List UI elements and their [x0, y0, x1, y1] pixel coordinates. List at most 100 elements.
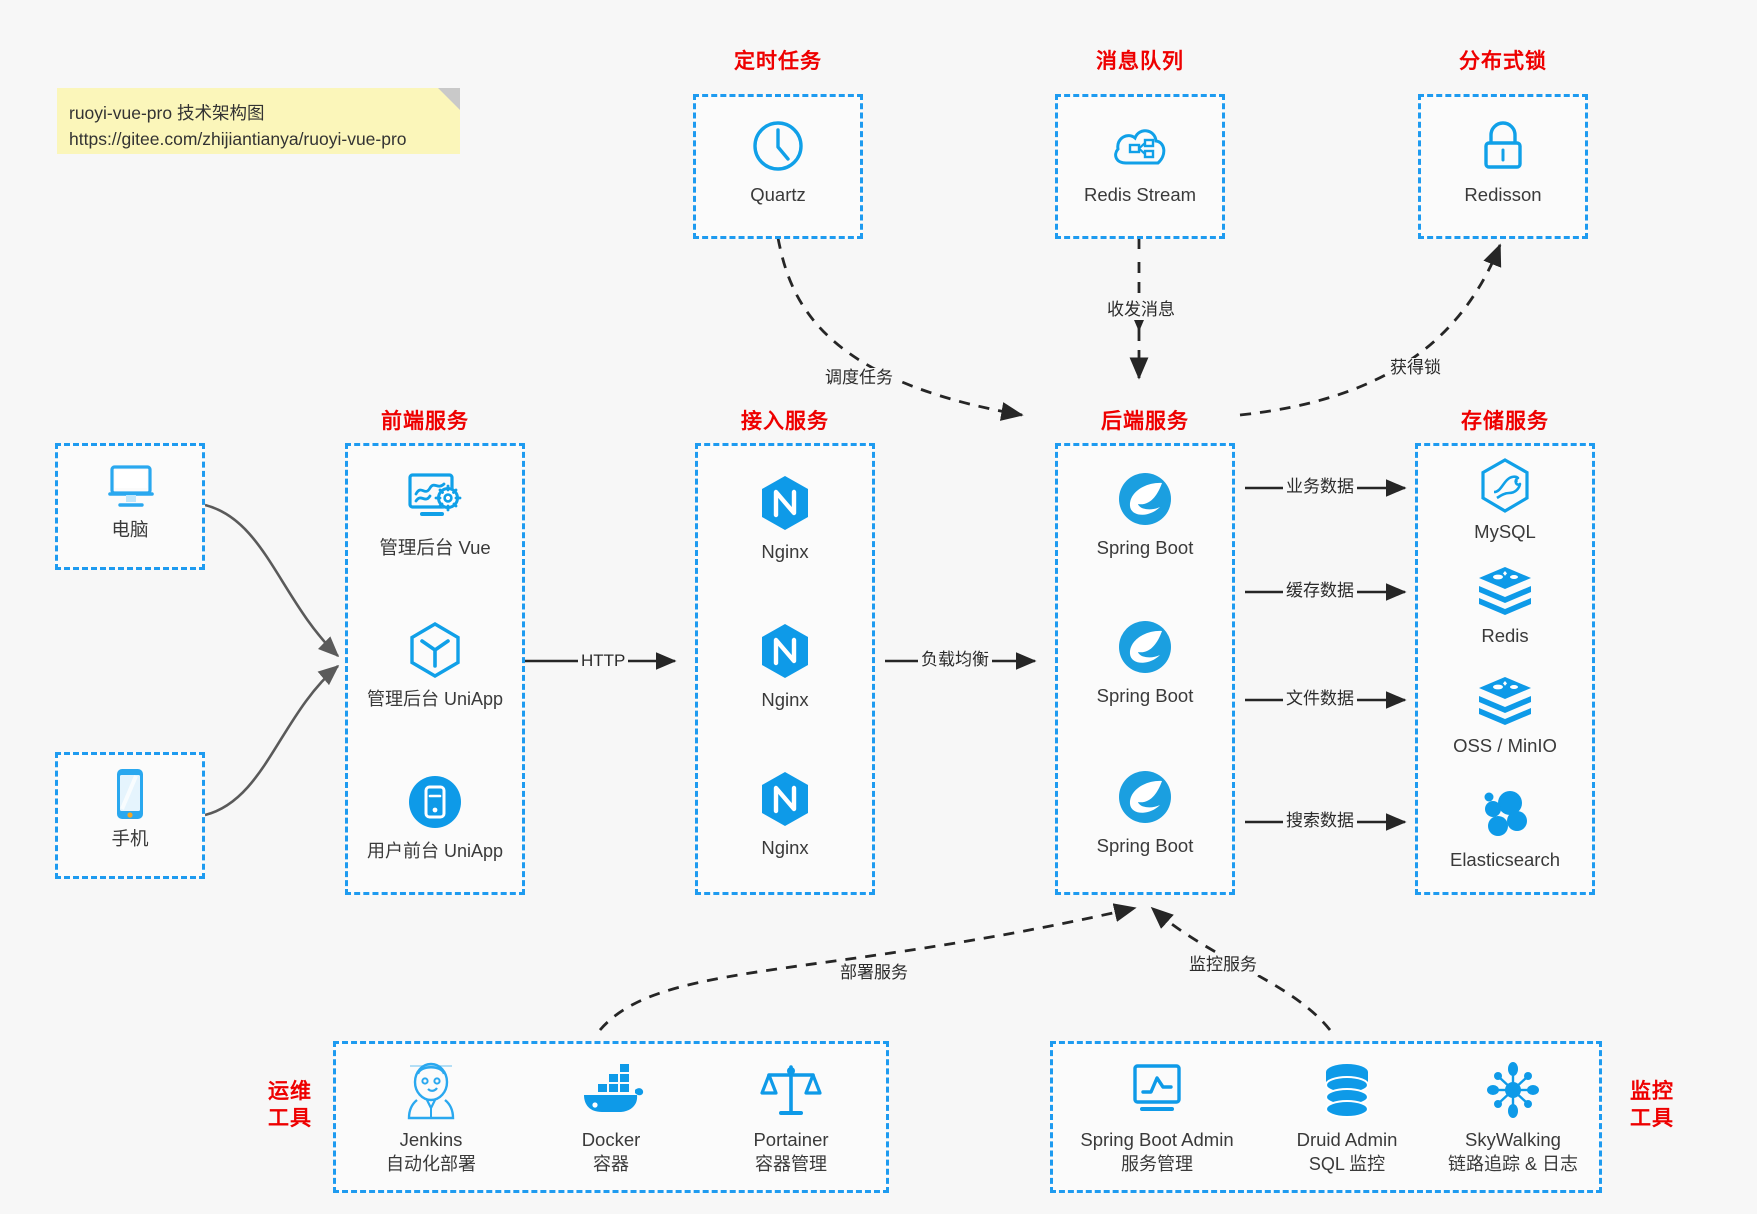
node-redis[interactable]: Redis [1418, 564, 1592, 648]
node-spring-boot-3[interactable]: Spring Boot [1058, 766, 1232, 858]
nginx-icon [698, 620, 872, 682]
edge-label-cache-data: 缓存数据 [1283, 581, 1357, 601]
panel-gateway: Nginx Nginx Nginx [695, 443, 875, 895]
node-portainer[interactable]: Portainer 容器管理 [706, 1058, 876, 1176]
node-quartz[interactable]: Quartz [696, 115, 860, 207]
panel-scheduled-task: Quartz [693, 94, 863, 239]
jenkins-icon [346, 1058, 516, 1122]
node-sublabel: 容器管理 [755, 1154, 827, 1174]
node-redisson[interactable]: Redisson [1421, 115, 1585, 207]
node-label: 管理后台 Vue [379, 537, 491, 558]
node-label: Redis [1481, 625, 1529, 646]
group-title-backend: 后端服务 [1101, 410, 1189, 433]
node-label: OSS / MinIO [1453, 735, 1557, 756]
edge-label-send-receive-message: 收发消息 [1104, 300, 1178, 320]
edge-label-acquire-lock: 获得锁 [1387, 358, 1444, 378]
oss-icon [1418, 674, 1592, 728]
group-title-monitoring: 监控 工具 [1617, 1078, 1687, 1132]
edge-label-business-data: 业务数据 [1283, 477, 1357, 497]
node-oss-minio[interactable]: OSS / MinIO [1418, 674, 1592, 758]
database-icon [1259, 1058, 1435, 1122]
node-nginx-2[interactable]: Nginx [698, 620, 872, 712]
group-title-storage: 存储服务 [1461, 410, 1549, 433]
node-elasticsearch[interactable]: Elasticsearch [1418, 786, 1592, 872]
panel-backend: Spring Boot Spring Boot Spring Boot [1055, 443, 1235, 895]
node-nginx-1[interactable]: Nginx [698, 472, 872, 564]
portainer-icon [706, 1058, 876, 1122]
mysql-icon [1418, 458, 1592, 514]
edge-label-file-data: 文件数据 [1283, 689, 1357, 709]
mobile-icon [58, 767, 202, 821]
group-title-monitoring-line2: 工具 [1630, 1107, 1674, 1130]
node-sublabel: 自动化部署 [386, 1154, 476, 1174]
docker-icon [526, 1058, 696, 1122]
node-label: Spring Boot [1096, 685, 1194, 706]
node-label: 电脑 [111, 519, 149, 540]
panel-message-queue: Redis Stream [1055, 94, 1225, 239]
group-title-devops: 运维 工具 [255, 1078, 325, 1132]
redis-icon [1418, 564, 1592, 618]
edge-label-http: HTTP [578, 651, 629, 671]
elasticsearch-icon [1418, 786, 1592, 842]
node-spring-boot-1[interactable]: Spring Boot [1058, 468, 1232, 560]
node-mobile[interactable]: 手机 [58, 767, 202, 851]
nginx-icon [698, 768, 872, 830]
node-label: Quartz [750, 184, 806, 205]
monitor-chart-icon [1059, 1058, 1255, 1122]
dashboard-gear-icon [348, 468, 522, 530]
node-desktop[interactable]: 电脑 [58, 460, 202, 542]
node-label: Spring Boot [1096, 537, 1194, 558]
node-label: Nginx [761, 541, 809, 562]
group-title-gateway: 接入服务 [741, 410, 829, 433]
node-nginx-3[interactable]: Nginx [698, 768, 872, 860]
node-sublabel: 服务管理 [1121, 1154, 1193, 1174]
uniapp-cube-icon [348, 619, 522, 681]
panel-frontend: 管理后台 Vue 管理后台 UniApp 用户前台 U [345, 443, 525, 895]
node-label: Jenkins [399, 1129, 463, 1150]
node-label: Redisson [1464, 184, 1542, 205]
node-sublabel: 容器 [593, 1154, 629, 1174]
panel-devops: Jenkins 自动化部署 [333, 1041, 889, 1193]
node-spring-boot-admin[interactable]: Spring Boot Admin 服务管理 [1059, 1058, 1255, 1176]
skywalking-icon [1425, 1058, 1601, 1122]
node-docker[interactable]: Docker 容器 [526, 1058, 696, 1176]
node-label: SkyWalking [1465, 1129, 1561, 1150]
node-skywalking[interactable]: SkyWalking 链路追踪 & 日志 [1425, 1058, 1601, 1176]
node-label: Druid Admin [1296, 1129, 1398, 1150]
node-mysql[interactable]: MySQL [1418, 458, 1592, 544]
edge-label-load-balance: 负载均衡 [918, 650, 992, 670]
node-sublabel: SQL 监控 [1308, 1154, 1386, 1174]
node-druid-admin[interactable]: Druid Admin SQL 监控 [1259, 1058, 1435, 1176]
node-label: Portainer [753, 1129, 829, 1150]
node-admin-vue[interactable]: 管理后台 Vue [348, 468, 522, 560]
group-title-devops-line1: 运维 [268, 1080, 312, 1103]
node-label: Redis Stream [1083, 184, 1197, 205]
desktop-icon [58, 460, 202, 512]
node-spring-boot-2[interactable]: Spring Boot [1058, 616, 1232, 708]
panel-distributed-lock: Redisson [1418, 94, 1588, 239]
node-admin-uniapp[interactable]: 管理后台 UniApp [348, 619, 522, 711]
node-redis-stream[interactable]: Redis Stream [1058, 115, 1222, 207]
group-title-message-queue: 消息队列 [1096, 50, 1184, 73]
group-title-distributed-lock: 分布式锁 [1459, 50, 1547, 73]
node-label: 用户前台 UniApp [366, 841, 504, 861]
node-label: Elasticsearch [1449, 849, 1560, 870]
panel-monitoring: Spring Boot Admin 服务管理 Druid Admin SQL 监… [1050, 1041, 1602, 1193]
diagram-note: ruoyi-vue-pro 技术架构图 https://gitee.com/zh… [57, 88, 460, 154]
node-label: 管理后台 UniApp [366, 689, 504, 709]
note-line-1: ruoyi-vue-pro 技术架构图 [69, 103, 265, 123]
node-label: Nginx [761, 689, 809, 710]
group-title-scheduled-task: 定时任务 [734, 50, 822, 73]
group-title-devops-line2: 工具 [268, 1107, 312, 1130]
node-user-uniapp[interactable]: 用户前台 UniApp [348, 771, 522, 863]
note-line-2: https://gitee.com/zhijiantianya/ruoyi-vu… [69, 129, 407, 149]
spring-boot-icon [1058, 766, 1232, 828]
node-jenkins[interactable]: Jenkins 自动化部署 [346, 1058, 516, 1176]
edge-label-monitor-service: 监控服务 [1186, 955, 1260, 975]
clock-icon [696, 115, 860, 177]
group-title-frontend: 前端服务 [381, 410, 469, 433]
edge-label-schedule-task: 调度任务 [822, 368, 896, 388]
edge-label-deploy-service: 部署服务 [837, 963, 911, 983]
panel-storage: MySQL Redis [1415, 443, 1595, 895]
note-fold-corner [438, 88, 460, 110]
